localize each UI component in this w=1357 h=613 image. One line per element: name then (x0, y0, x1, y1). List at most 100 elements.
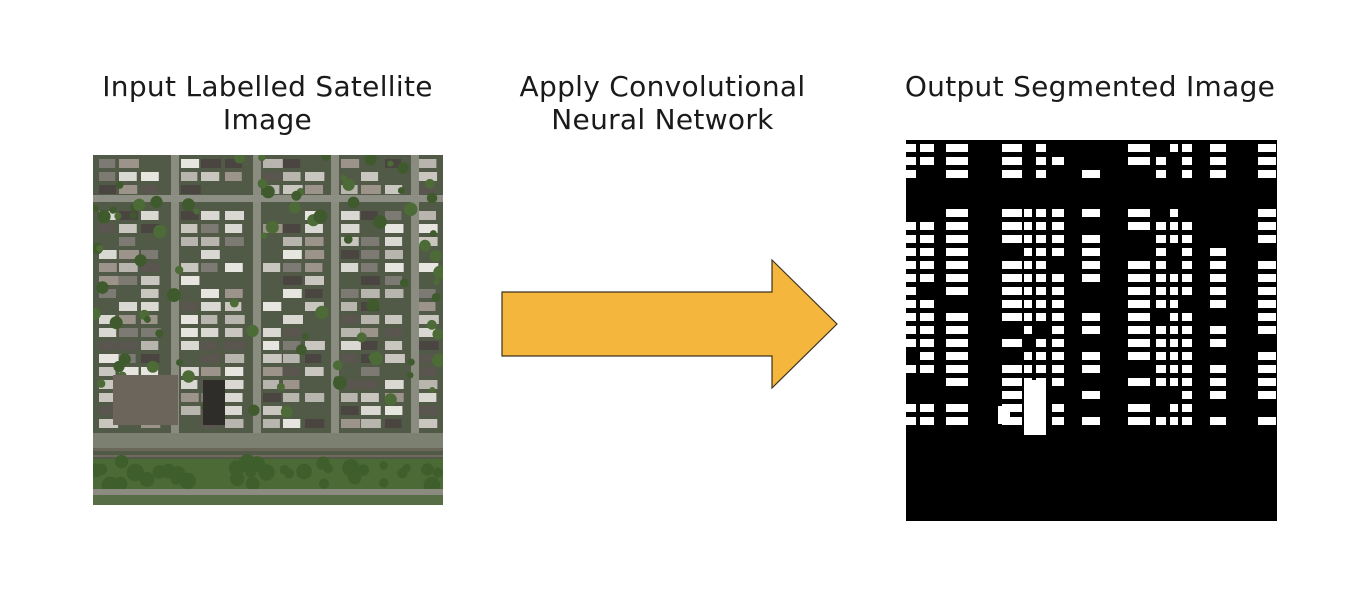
building-mask (1128, 378, 1150, 386)
output-image-caption: Output Segmented Image (904, 70, 1276, 103)
building-mask (906, 170, 916, 178)
building-mask (1258, 235, 1276, 243)
building-mask (1258, 300, 1276, 308)
building-mask (1052, 209, 1064, 217)
building-mask (1258, 209, 1276, 217)
building-mask (1128, 144, 1150, 152)
building-mask (1210, 391, 1226, 399)
building-mask (1182, 352, 1192, 360)
building-mask (1170, 209, 1178, 217)
building-mask (1210, 261, 1226, 269)
building-mask (1258, 144, 1276, 152)
segmented-mask-image (906, 140, 1277, 521)
building-mask (1036, 261, 1046, 269)
building-mask (906, 222, 916, 230)
building-mask (946, 287, 968, 295)
building-mask (946, 144, 968, 152)
building-mask (1156, 339, 1166, 347)
building-mask (906, 157, 916, 165)
building-mask (1002, 404, 1022, 412)
building-mask (1002, 365, 1022, 373)
building-mask (1156, 170, 1166, 178)
building-mask (906, 287, 916, 295)
building-mask (1082, 326, 1100, 334)
building-mask (1156, 417, 1166, 425)
building-mask (1182, 365, 1192, 373)
building-mask (1082, 170, 1100, 178)
building-mask (1156, 235, 1166, 243)
building-mask (1036, 209, 1046, 217)
building-mask (1258, 313, 1276, 321)
building-mask (1170, 365, 1178, 373)
building-mask (1128, 300, 1150, 308)
building-mask (906, 365, 916, 373)
building-mask (1002, 261, 1022, 269)
building-mask (920, 352, 934, 360)
building-mask (1258, 326, 1276, 334)
building-mask (1052, 417, 1064, 425)
building-mask (1036, 170, 1046, 178)
building-mask (1258, 261, 1276, 269)
building-mask (1128, 287, 1150, 295)
building-mask (920, 300, 934, 308)
building-mask (1052, 222, 1064, 230)
building-mask (1128, 261, 1150, 269)
building-mask (1182, 326, 1192, 334)
building-mask (1036, 300, 1046, 308)
building-mask (920, 365, 934, 373)
building-mask (1052, 157, 1064, 165)
building-mask (1036, 313, 1046, 321)
building-mask (1182, 170, 1192, 178)
building-mask (1156, 365, 1166, 373)
building-mask (1170, 378, 1178, 386)
building-mask (1258, 365, 1276, 373)
building-mask (1258, 170, 1276, 178)
building-mask (1170, 352, 1178, 360)
building-mask (1156, 157, 1166, 165)
building-mask (906, 313, 916, 321)
building-mask (1210, 287, 1226, 295)
building-mask (1002, 300, 1022, 308)
arrow-shape (501, 258, 838, 390)
building-mask (946, 365, 968, 373)
building-mask (1156, 222, 1166, 230)
building-mask (1052, 404, 1064, 412)
building-mask (1170, 235, 1178, 243)
building-mask (1024, 287, 1032, 295)
right-arrow-icon (501, 258, 838, 390)
building-mask (1182, 144, 1192, 152)
building-mask (1024, 222, 1032, 230)
building-mask (1182, 391, 1192, 399)
building-mask (946, 313, 968, 321)
building-mask (906, 274, 916, 282)
building-mask (1024, 352, 1032, 360)
building-mask (998, 406, 1010, 424)
building-mask (920, 157, 934, 165)
building-mask (1052, 313, 1064, 321)
building-mask (1170, 326, 1178, 334)
building-mask (1002, 235, 1022, 243)
building-mask (1182, 339, 1192, 347)
building-mask (906, 144, 916, 152)
building-mask (1082, 209, 1100, 217)
building-mask (1052, 352, 1064, 360)
building-mask (946, 417, 968, 425)
building-mask (906, 300, 916, 308)
building-mask (946, 261, 968, 269)
building-mask (1182, 222, 1192, 230)
building-mask (1182, 157, 1192, 165)
building-mask (920, 274, 934, 282)
building-mask (1210, 144, 1226, 152)
building-mask (1182, 235, 1192, 243)
building-mask (1210, 300, 1226, 308)
building-mask (1182, 313, 1192, 321)
building-mask (1024, 209, 1032, 217)
building-mask (1002, 157, 1022, 165)
building-mask (1002, 274, 1022, 282)
building-mask (1036, 157, 1046, 165)
cnn-step-caption: Apply Convolutional Neural Network (519, 70, 806, 136)
building-mask (1052, 274, 1064, 282)
building-mask (1082, 313, 1100, 321)
building-mask (1182, 287, 1192, 295)
building-mask (1052, 248, 1064, 256)
